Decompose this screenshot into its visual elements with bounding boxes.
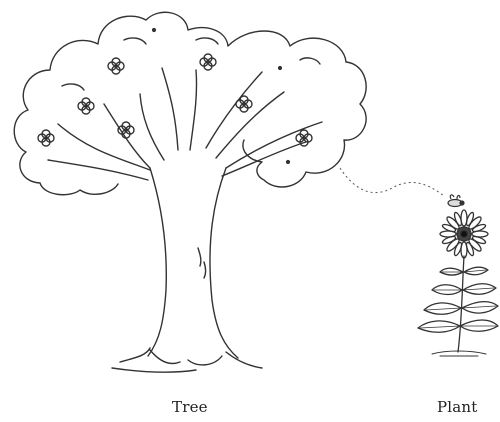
plant-label: Plant [437,398,478,416]
tree-flower [38,130,54,146]
tree-icon [14,12,366,372]
plant-leaf [460,320,498,331]
plant-leaf [440,268,463,275]
tree-label: Tree [172,398,208,416]
tree-flower [236,96,252,112]
tree-roots [112,348,262,372]
tree-flower [78,98,94,114]
bee-icon [448,195,464,207]
tree-branch-left-lower [48,124,150,180]
tree-trunk-right [210,168,238,358]
flight-path [340,168,444,196]
tree-flower [296,130,312,146]
tree-trunk-left [148,168,166,356]
tree-flower [108,58,124,74]
tree-canopy [14,12,366,194]
tree-branch-right-upper [206,72,284,158]
tree-branch-right-lower [222,122,322,176]
plant-flower-head [440,210,488,258]
plant-leaf [432,285,462,295]
tree-branch-center [162,68,197,150]
tree-flower [200,54,216,70]
plant-icon [418,210,498,356]
plant-ground [432,351,486,356]
